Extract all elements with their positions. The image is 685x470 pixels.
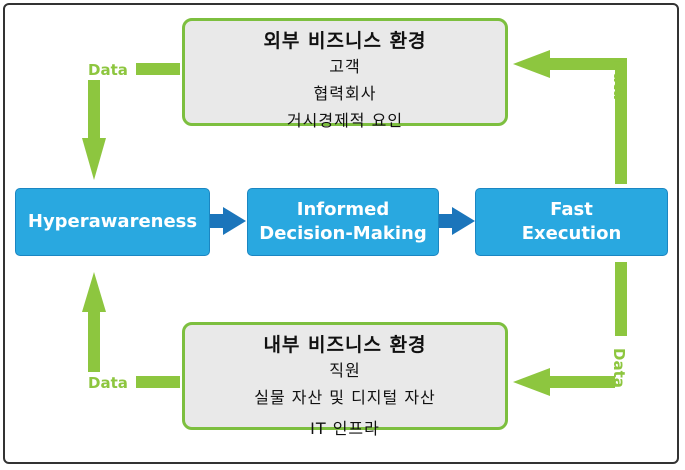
- diagram-frame: [3, 3, 679, 464]
- data-label-bottom-right: Data: [610, 348, 628, 388]
- fast-label-line2: Execution: [521, 223, 622, 244]
- internal-item: 실물 자산 및 디지털 자산: [254, 388, 436, 407]
- external-item: 협력회사: [313, 84, 377, 103]
- data-label-bottom-left: Data: [88, 374, 128, 392]
- internal-environment-title: 내부 비즈니스 환경: [263, 334, 427, 356]
- process-arrow-1: [205, 207, 246, 235]
- data-label-top-right: Data: [610, 60, 628, 100]
- informed-label-line1: Informed: [296, 199, 390, 220]
- internal-item: 직원: [329, 361, 361, 380]
- external-item: 거시경제적 요인: [286, 111, 404, 130]
- fast-label-line1: Fast: [550, 199, 593, 220]
- data-arrow-bottom-left: [82, 272, 180, 388]
- fast-execution-box: Fast Execution: [475, 188, 668, 256]
- process-arrow-2: [434, 207, 475, 235]
- external-item: 고객: [329, 57, 361, 76]
- hyperawareness-label: Hyperawareness: [27, 211, 198, 232]
- informed-decision-making-box: Informed Decision-Making: [247, 188, 439, 256]
- data-arrow-bottom-right: [513, 262, 627, 396]
- hyperawareness-box: Hyperawareness: [15, 188, 210, 256]
- internal-environment-box: 내부 비즈니스 환경 직원 실물 자산 및 디지털 자산 IT 인프라: [182, 322, 508, 438]
- informed-label-line2: Decision-Making: [259, 223, 427, 244]
- data-arrow-top-left: [82, 63, 180, 180]
- external-environment-title: 외부 비즈니스 환경: [263, 30, 427, 52]
- internal-item: IT 인프라: [310, 419, 380, 438]
- data-arrow-top-right: [513, 50, 627, 184]
- external-environment-box: 외부 비즈니스 환경 고객 협력회사 거시경제적 요인: [182, 18, 508, 130]
- data-label-top-left: Data: [88, 61, 128, 79]
